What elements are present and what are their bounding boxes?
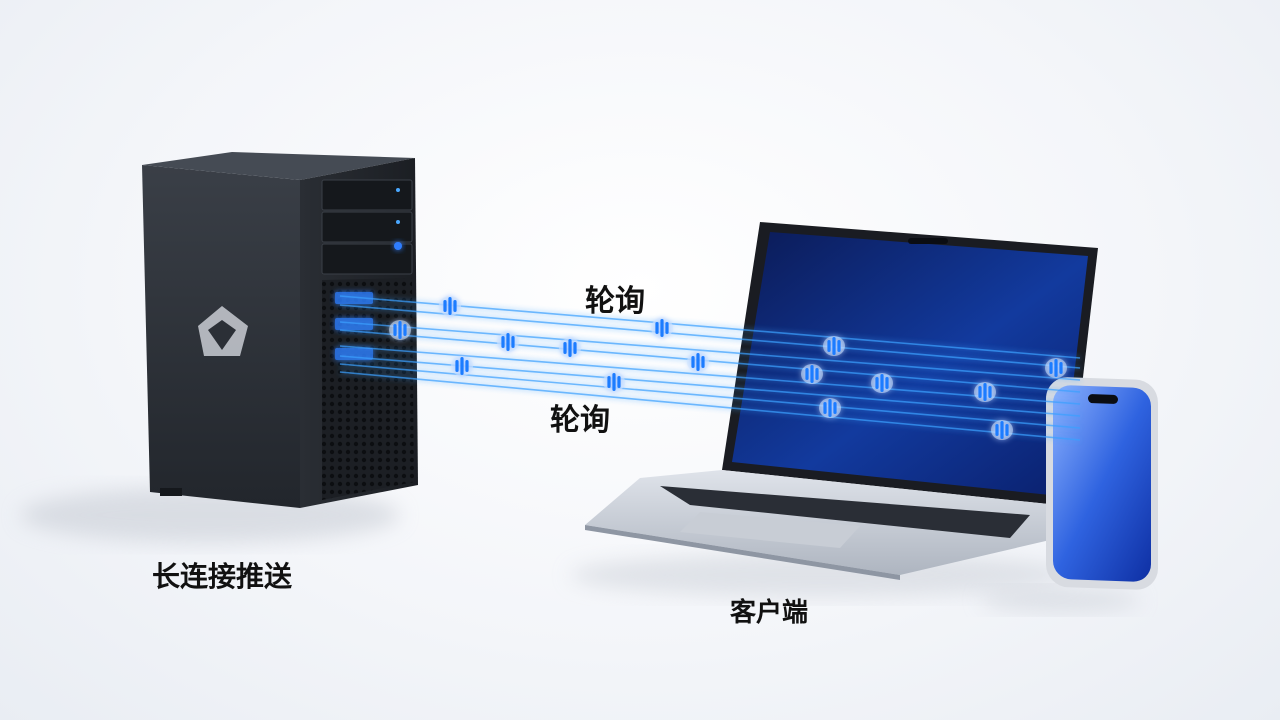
data-packet-icon xyxy=(651,318,673,338)
drive-bay-3 xyxy=(321,243,413,275)
data-packet-icon xyxy=(823,336,845,356)
client-label: 客户端 xyxy=(730,598,809,628)
polling-label-top: 轮询 xyxy=(585,284,645,319)
drive-bay-1 xyxy=(321,179,413,211)
data-packet-icon xyxy=(1045,358,1067,378)
front-mesh-grille xyxy=(322,278,414,500)
server-push-label: 长连接推送 xyxy=(152,560,293,593)
data-packet-icon xyxy=(687,352,709,372)
drive-bay-2 xyxy=(321,211,413,243)
data-packet-icon xyxy=(559,338,581,358)
server-tower xyxy=(142,152,418,508)
polling-label-bottom: 轮询 xyxy=(550,403,610,438)
server-logo-icon xyxy=(198,306,248,356)
beam-line xyxy=(339,371,1081,441)
data-packet-icon xyxy=(497,332,519,352)
data-packet-icon xyxy=(603,372,625,392)
data-packet-icon xyxy=(801,364,823,384)
data-packet-icon xyxy=(974,382,996,402)
phone-shadow xyxy=(980,588,1140,612)
data-packet-icon xyxy=(439,296,461,316)
power-button-icon xyxy=(394,242,402,250)
laptop-keyboard xyxy=(660,486,1030,538)
laptop-trackpad xyxy=(680,512,860,548)
phone xyxy=(1046,377,1158,590)
data-packet-icon xyxy=(451,356,473,376)
data-packet-icon xyxy=(819,398,841,418)
beam-line xyxy=(339,321,1081,381)
beam-line xyxy=(339,295,1081,359)
phone-screen xyxy=(1053,385,1151,582)
beam-line xyxy=(339,329,1081,393)
beam-line xyxy=(339,304,1081,369)
data-packet-icon xyxy=(389,320,411,340)
data-packet-icon xyxy=(991,420,1013,440)
data-packets xyxy=(389,296,1067,440)
beam-line xyxy=(339,345,1081,405)
data-packet-icon xyxy=(871,373,893,393)
